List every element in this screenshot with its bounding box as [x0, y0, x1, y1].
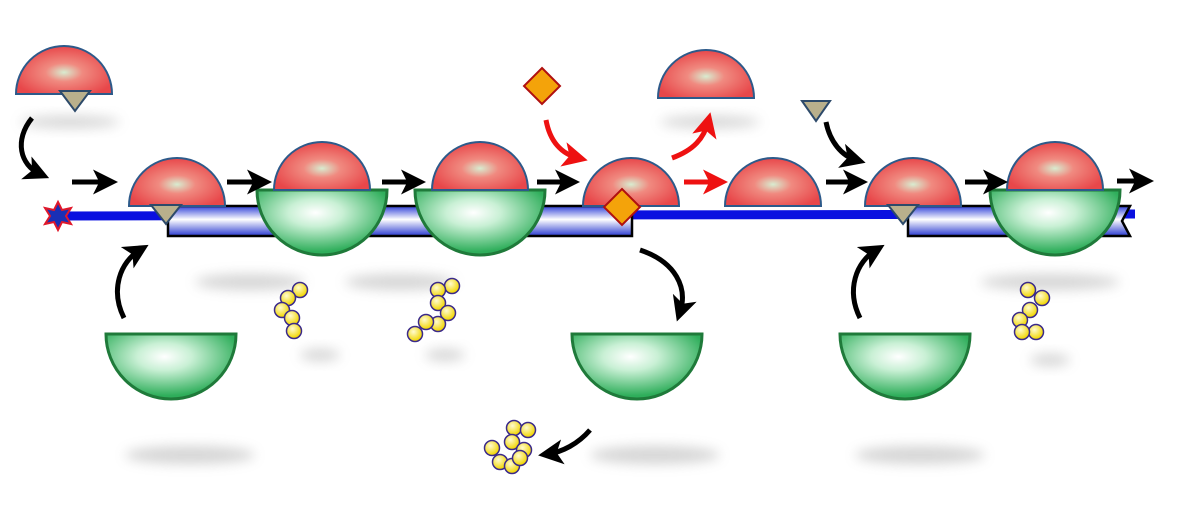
free-large-subunit-green-cup-icon	[104, 332, 238, 401]
triangle-icon	[58, 90, 921, 226]
small-subunit-red-dome-icon	[15, 45, 113, 95]
large-subunit-green-cup-icon	[413, 188, 547, 257]
diamond-icon	[522, 66, 642, 227]
peptide-chain-bead-chain-icon	[1011, 281, 1051, 341]
large-subunit-green-cup-icon	[988, 188, 1122, 257]
tube-segment-left	[166, 204, 634, 238]
red-arrows	[543, 112, 728, 195]
start-marker-star-icon	[42, 199, 74, 233]
large-subunit-green-cup-icon	[255, 188, 389, 257]
small-subunit-red-dome-icon	[657, 49, 755, 99]
small-subunit-red-dome-icon	[128, 157, 226, 207]
small-subunit-red-dome-icon	[1006, 141, 1104, 191]
curved-arrows	[18, 116, 885, 465]
shadows	[20, 116, 1120, 464]
small-subunit-red-dome-icon	[864, 157, 962, 207]
free-large-subunit-green-cup-icon	[838, 332, 972, 401]
small-subunit-red-dome-icon	[431, 141, 529, 191]
free-large-subunit-green-cup-icon	[570, 332, 704, 401]
small-subunit-red-dome-icon	[724, 157, 822, 207]
flow-arrows	[72, 168, 1154, 195]
peptide-chain-bead-chain-icon	[273, 281, 309, 340]
released-peptide-bead-chain-icon	[483, 419, 537, 475]
small-subunit-red-dome-icon	[273, 141, 371, 191]
